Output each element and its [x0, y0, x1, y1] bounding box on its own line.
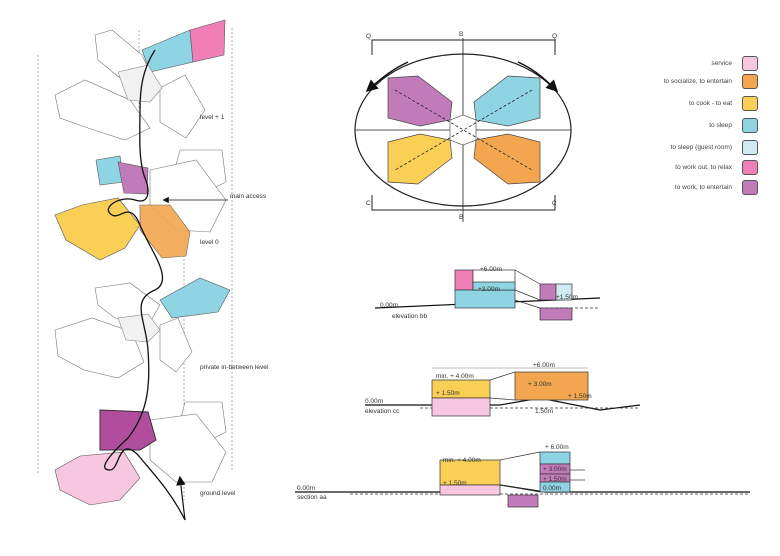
- legend-label: to work out, to relax: [675, 164, 732, 171]
- plan-view: [354, 38, 572, 222]
- aa-r1-level: + 1.50m: [543, 476, 567, 483]
- label-level-0: level 0: [200, 239, 219, 246]
- aa-zero-level: 0.00m: [543, 485, 562, 492]
- legend-swatch: [742, 180, 758, 195]
- circulation-path: [104, 49, 186, 521]
- legend-item-guest: to sleep (guest room): [600, 140, 760, 156]
- cc-low-level: 1.50m: [535, 408, 554, 415]
- legend-label: to socialize, to entertain: [663, 78, 732, 85]
- bb-ground-level: 0.00m: [380, 302, 399, 309]
- elevation-cc: [365, 367, 641, 417]
- legend-swatch: [742, 118, 758, 133]
- bb-top-level: +6.00m: [480, 266, 502, 273]
- elevation-bb: [374, 269, 601, 321]
- aa-mid-level: + 3.00m: [543, 466, 567, 473]
- aa-left-level: + 1.50m: [443, 480, 467, 487]
- sleep-room: [141, 29, 194, 73]
- legend-label: service: [711, 60, 732, 67]
- level-0-plan: [54, 149, 227, 261]
- bb-workout: [454, 269, 474, 291]
- workout-room: [189, 19, 226, 63]
- level-plus1-plan: [54, 19, 226, 141]
- aa-ground-level: 0.00m: [297, 485, 316, 492]
- cc-min-level: min. + 4.00m: [436, 373, 474, 380]
- plan-wing-work: [387, 75, 453, 127]
- bb-mid-level: +3.00m: [478, 286, 500, 293]
- legend-swatch: [742, 96, 758, 111]
- cc-title: elevation cc: [365, 408, 400, 415]
- label-ground: ground level: [200, 490, 236, 497]
- section-aa: [295, 451, 750, 508]
- ground-level-plan: [54, 401, 227, 506]
- cc-top-level: +6.00m: [533, 362, 555, 369]
- bb-right-level: +1.50m: [556, 294, 578, 301]
- legend-swatch: [742, 74, 758, 89]
- legend-item-service: service: [600, 56, 760, 72]
- cc-left-level: + 1.50m: [436, 390, 460, 397]
- plan-mark-b-bottom: B: [459, 214, 464, 221]
- label-level-plus1: level + 1: [200, 114, 225, 121]
- label-private: private in-between level: [200, 364, 269, 371]
- aa-top-level: + 6.00m: [545, 444, 569, 451]
- legend-label: to sleep (guest room): [670, 144, 732, 151]
- legend-swatch: [742, 56, 758, 71]
- private-level-plan: [54, 277, 231, 379]
- plan-mark-c-right: C: [552, 200, 557, 207]
- legend-label: to sleep: [709, 122, 732, 129]
- aa-min-level: min. + 4.00m: [443, 457, 481, 464]
- plan-wing-cook: [387, 133, 453, 185]
- cc-right-level: + 1.50m: [568, 393, 592, 400]
- legend-item-workout: to work out, to relax: [600, 160, 760, 176]
- legend-label: to cook - to eat: [689, 100, 732, 107]
- bb-title: elevation bb: [392, 313, 428, 320]
- plan-mark-b-top: B: [459, 31, 464, 38]
- legend-item-sleep: to sleep: [600, 118, 760, 134]
- plan-mark-q-right: Q: [552, 33, 558, 40]
- legend-item-cook: to cook - to eat: [600, 96, 760, 112]
- legend-label: to work, to entertain: [674, 184, 732, 191]
- legend-item-socialize: to socialize, to entertain: [600, 74, 760, 90]
- legend-item-work: to work, to entertain: [600, 180, 760, 196]
- label-main-access: main access: [230, 193, 267, 200]
- plan-wing-socialize: [473, 133, 541, 185]
- legend-swatch: [742, 160, 758, 175]
- aa-title: section aa: [297, 494, 327, 501]
- levels-stack: [37, 19, 233, 521]
- cc-mid-level: + 3.00m: [528, 381, 552, 388]
- cc-ground-level: 0.00m: [365, 398, 384, 405]
- legend-swatch: [742, 140, 758, 155]
- plan-mark-q-left: Q: [366, 33, 372, 40]
- plan-mark-c-left: C: [366, 200, 371, 207]
